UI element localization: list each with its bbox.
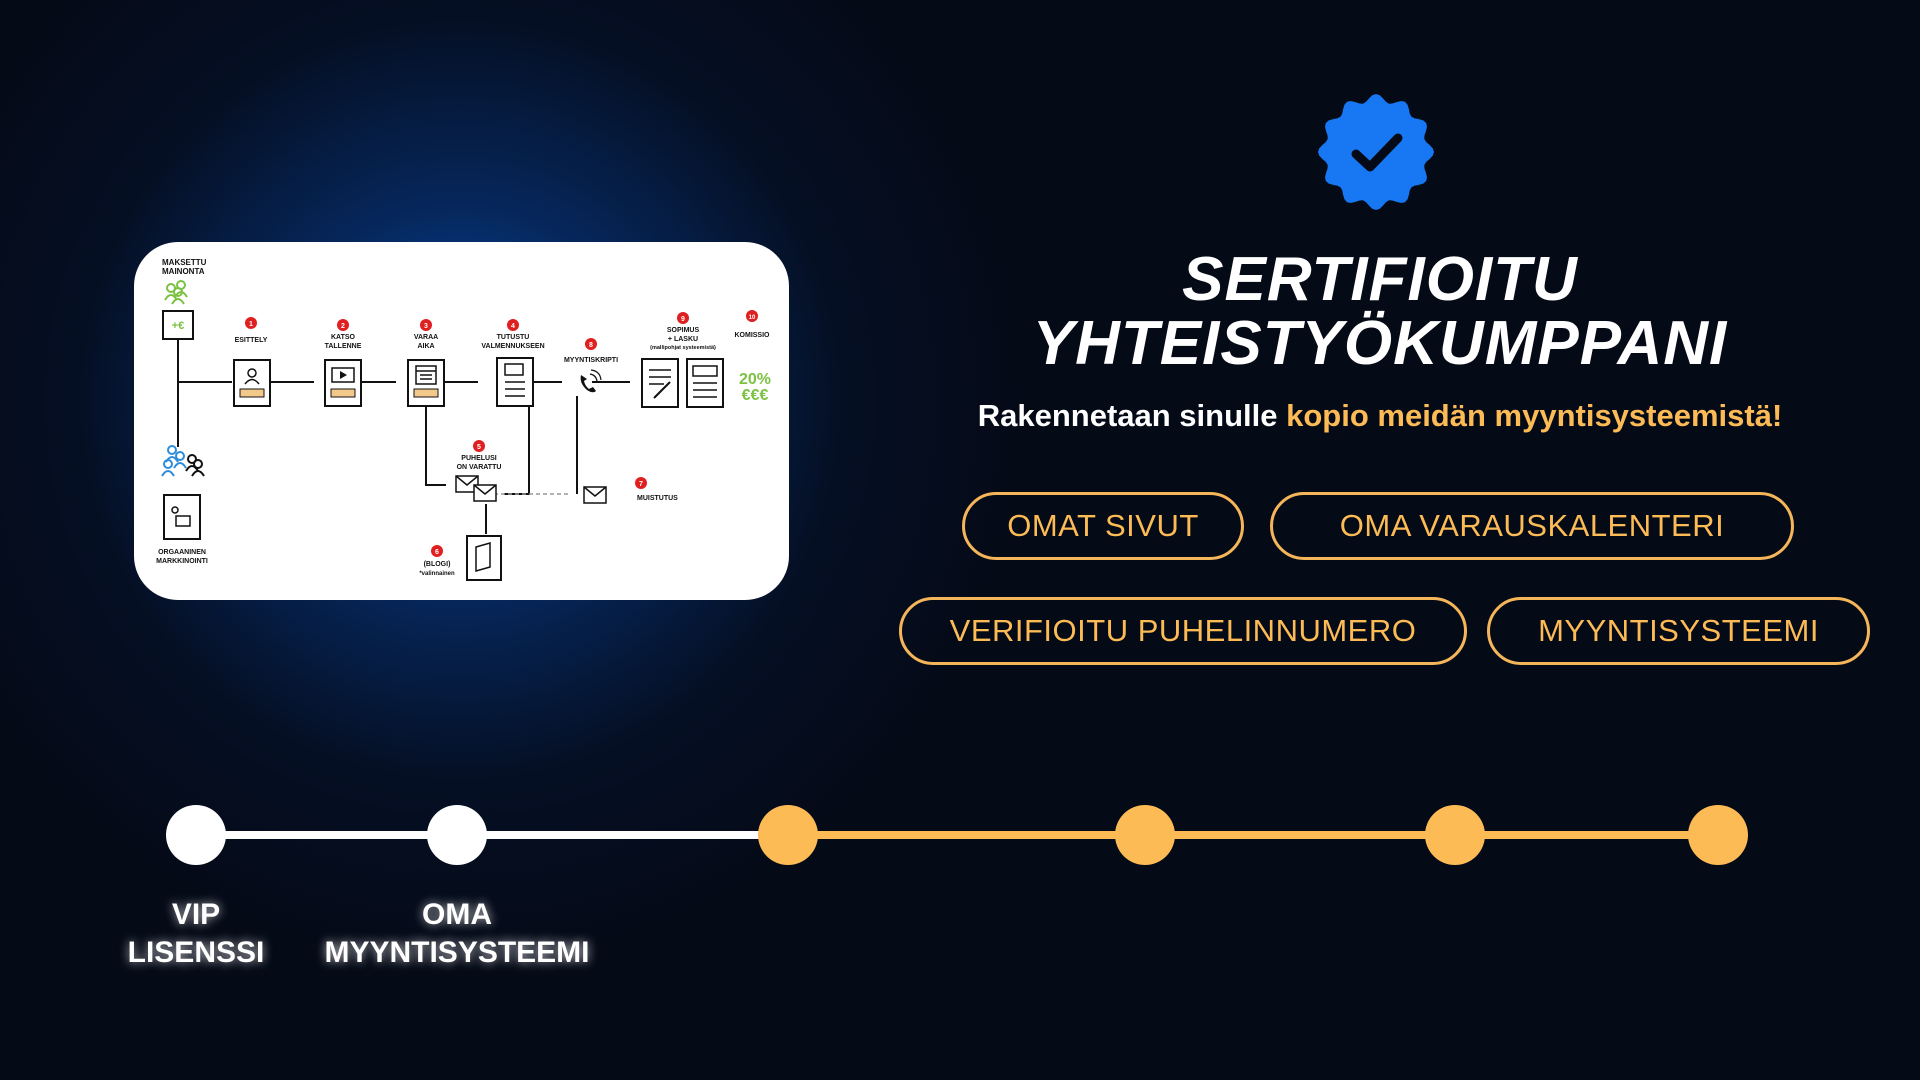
step-5-label-2: ON VARATTU	[457, 464, 502, 471]
feature-pill-varauskalenteri: OMA VARAUSKALENTERI	[1270, 492, 1794, 560]
step-1-box	[233, 359, 271, 407]
step-8-label: MYYNTISKRIPTI	[564, 357, 618, 364]
commission-money: €€€	[742, 387, 769, 404]
timeline-dot-2	[427, 805, 487, 865]
timeline-dot-4	[1115, 805, 1175, 865]
step-7-number: 7	[639, 481, 643, 488]
step-2-badge	[337, 319, 349, 331]
step-8-badge	[585, 338, 597, 350]
title-line-1: SERTIFIOITU	[1182, 245, 1578, 314]
verified-badge-icon	[1318, 94, 1434, 210]
step-1-number: 1	[249, 321, 253, 328]
video-icon	[331, 367, 355, 383]
step-7-badge	[635, 477, 647, 489]
timeline-line-upcoming	[788, 831, 1718, 839]
commission-percent: 20%	[739, 371, 771, 388]
step-4-number: 4	[511, 323, 515, 330]
subtitle-highlight: kopio meidän myyntisysteemistä!	[1286, 398, 1783, 433]
pen-icon	[653, 381, 671, 399]
contract-doc	[641, 358, 679, 408]
timeline-label-2-line-2: MYYNTISYSTEEMI	[324, 936, 590, 969]
organic-video-icon	[175, 515, 191, 527]
sales-flow-diagram: MAKSETTU MAINONTA +€ ORGAANINEN MARKKINO…	[134, 242, 789, 600]
organic-person-icon	[171, 506, 179, 514]
timeline-label-1-line-2: LISENSSI	[127, 936, 265, 969]
step-3-label-2: AIKA	[417, 343, 434, 350]
flow-diagram-svg: MAKSETTU MAINONTA +€ ORGAANINEN MARKKINO…	[156, 258, 771, 581]
timeline-dot-5	[1425, 805, 1485, 865]
timeline-line-completed	[196, 831, 788, 839]
timeline-label-oma-myyntisysteemi: OMA MYYNTISYSTEEMI	[287, 896, 627, 972]
subtitle-prefix: Rakennetaan sinulle	[977, 398, 1287, 433]
calendar-icon	[415, 365, 437, 385]
step-9-label-1: SOPIMUS	[667, 327, 700, 334]
step-3-number: 3	[424, 323, 428, 330]
paid-ads-label-2: MAINONTA	[162, 267, 205, 276]
step-10-number: 10	[749, 315, 756, 321]
step-6-label-1: (BLOGI)	[424, 561, 451, 568]
step-5-badge	[473, 440, 485, 452]
timeline-label-2-line-1: OMA	[422, 898, 492, 931]
subtitle: Rakennetaan sinulle kopio meidän myyntis…	[860, 398, 1900, 434]
feature-pill-puhelinnumero: VERIFIOITU PUHELINNUMERO	[899, 597, 1467, 665]
step-1-label: ESITTELY	[235, 337, 268, 344]
person-icon	[247, 368, 257, 378]
step-9-badge	[677, 312, 689, 324]
step-4-badge	[507, 319, 519, 331]
step-3-label-1: VARAA	[414, 334, 438, 341]
step-6-badge	[431, 545, 443, 557]
step-9-label-2: + LASKU	[668, 336, 698, 343]
step-5-number: 5	[477, 444, 481, 451]
phone-icon	[580, 375, 596, 393]
organic-people-icon	[161, 445, 205, 477]
step-2-label-1: KATSO	[331, 334, 356, 341]
step-6-number: 6	[435, 549, 439, 556]
step-6-label-2: *valinnainen	[419, 571, 455, 577]
paid-ads-label-1: MAKSETTU	[162, 258, 207, 267]
organic-label-2: MARKKINOINTI	[156, 558, 208, 565]
paid-people-icon	[164, 280, 188, 305]
paid-box-label: +€	[172, 320, 185, 332]
step-4-label-1: TUTUSTU	[497, 334, 530, 341]
step-10-badge	[746, 310, 758, 322]
envelope-icon	[455, 475, 497, 502]
step-2-label-2: TALLENNE	[325, 343, 362, 350]
step-8-number: 8	[589, 342, 593, 349]
step-3-box	[407, 359, 445, 407]
timeline-dot-6	[1688, 805, 1748, 865]
step-4-label-2: VALMENNUKSEEN	[481, 343, 544, 350]
step-1-badge	[245, 317, 257, 329]
step-7-label: MUISTUTUS	[637, 495, 678, 502]
step-9-number: 9	[681, 316, 685, 323]
step-6-box	[466, 535, 502, 581]
timeline-label-1-line-1: VIP	[171, 898, 221, 931]
step-9-label-3: (mallipohjat systeemistä)	[650, 345, 716, 351]
feature-pill-omat-sivut: OMAT SIVUT	[962, 492, 1244, 560]
document-video-icon	[504, 363, 524, 376]
timeline-dot-3	[758, 805, 818, 865]
blog-icon	[475, 542, 491, 572]
flow-connectors	[177, 339, 630, 534]
timeline-dot-1	[166, 805, 226, 865]
step-10-label: KOMISSIO	[734, 332, 770, 339]
organic-label-1: ORGAANINEN	[158, 549, 206, 556]
invoice-icon	[692, 365, 718, 377]
checkmark-icon	[1351, 133, 1403, 172]
feature-pill-myyntisysteemi: MYYNTISYSTEEMI	[1487, 597, 1870, 665]
step-3-badge	[420, 319, 432, 331]
step-2-number: 2	[341, 323, 345, 330]
step-5-label-1: PUHELUSI	[461, 455, 496, 462]
step-2-box	[324, 359, 362, 407]
title-line-2: YHTEISTYÖKUMPPANI	[1032, 309, 1728, 378]
organic-video-doc	[163, 494, 201, 540]
timeline-label-vip-lisenssi: VIP LISENSSI	[96, 896, 296, 972]
